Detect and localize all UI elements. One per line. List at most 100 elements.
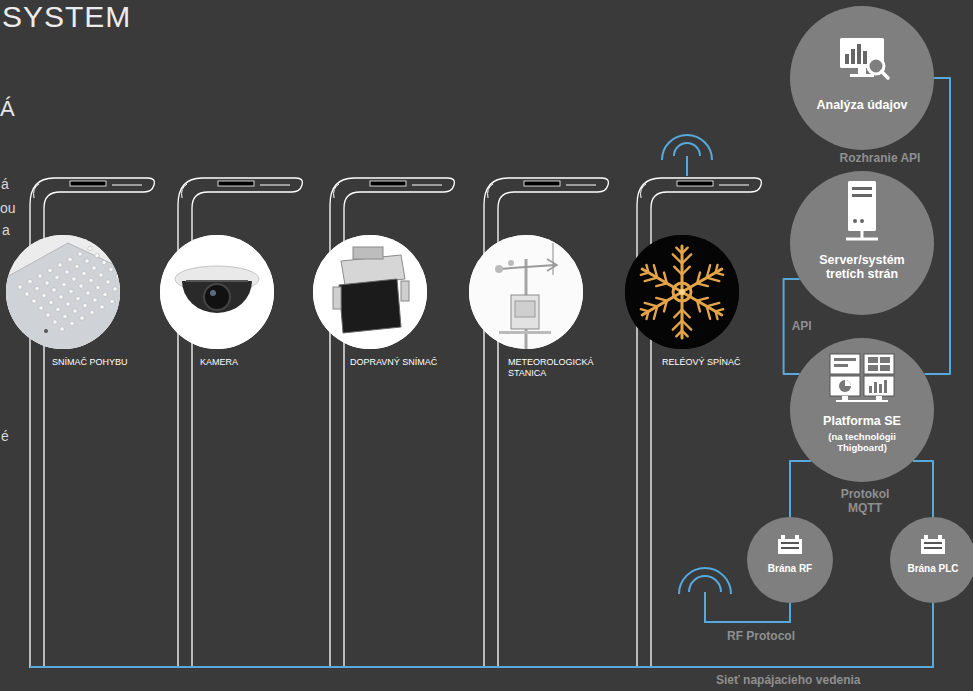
drawing-circle: [82, 271, 86, 275]
drawing-rect: [781, 542, 799, 544]
platform-circle: Server/systém tretích strán: [790, 171, 934, 315]
drawing-circle: [32, 299, 36, 303]
annotation-label: Rozhranie API: [840, 152, 921, 166]
circle-outline: [747, 517, 833, 603]
platform-circle: Brána RF: [747, 517, 833, 603]
drawing-circle: [25, 292, 29, 296]
sensor-lamp-node: KAMERA: [160, 235, 324, 373]
connector-line: [913, 461, 933, 517]
sensor-picture: [6, 235, 120, 349]
drawing-circle: [110, 299, 114, 303]
drawing-line: [673, 321, 682, 330]
node-label: (na technológii Thigboard): [816, 432, 908, 454]
drawing-line: [676, 248, 682, 254]
drawing-line: [654, 306, 657, 319]
drawing-rect: [313, 235, 427, 349]
drawing-path: [547, 259, 557, 271]
drawing-line: [641, 309, 649, 311]
drawing-rect: [879, 384, 882, 393]
drawing-g: [160, 235, 274, 349]
drawing-line: [707, 278, 720, 281]
drawing-rect: [851, 49, 855, 64]
drawing-circle: [76, 296, 80, 300]
drawing-rect: [401, 281, 409, 301]
circle-outline: [890, 517, 973, 603]
diagram-title: SYSTEM: [2, 0, 131, 33]
drawing-circle: [106, 280, 110, 284]
drawing-circle: [210, 290, 216, 296]
drawing-rect: [874, 382, 877, 393]
drawing-circle: [313, 235, 427, 349]
drawing-line: [682, 310, 690, 318]
drawing-circle: [790, 6, 934, 150]
sensor-label: SNÍMAČ POHYBU: [52, 357, 172, 368]
sensor-picture: [160, 235, 274, 349]
drawing-line: [656, 283, 667, 286]
cropped-text: ou: [0, 200, 16, 216]
wireless-arc: [674, 143, 700, 156]
node-label: Brána PLC: [893, 563, 973, 575]
cropped-text: a: [2, 222, 10, 238]
drawing-circle: [890, 517, 973, 603]
drawing-circle: [42, 293, 46, 297]
drawing-rect: [842, 396, 848, 400]
drawing-circle: [90, 310, 94, 314]
drawing-rect: [625, 235, 739, 349]
drawing-circle: [109, 267, 113, 271]
drawing-polygon: [6, 243, 120, 349]
drawing-circle: [89, 278, 93, 282]
drawing-path: [339, 279, 401, 333]
drawing-line: [697, 298, 708, 301]
drawing-circle: [58, 263, 62, 267]
drawing-path: [186, 280, 248, 282]
drawing-rect: [469, 235, 583, 349]
circle-outline: [790, 6, 934, 150]
drawing-rect: [834, 358, 856, 361]
drawing-circle: [73, 309, 77, 313]
drawing-circle: [59, 295, 63, 299]
drawing-circle: [96, 285, 100, 289]
sensor-lamp-node: RELÉOVÝ SPÍNAČ: [625, 235, 778, 373]
drawing-line: [882, 72, 889, 79]
drawing-circle: [95, 253, 99, 257]
drawing-circle: [55, 275, 59, 279]
drawing-rect: [876, 396, 882, 400]
drawing-line: [716, 273, 724, 275]
drawing-rect: [858, 68, 866, 74]
drawing-rect: [869, 386, 872, 393]
drawing-rect: [850, 74, 874, 77]
circle-outline: [790, 171, 934, 315]
drawing-rect: [795, 535, 799, 539]
sensor-label: KAMERA: [200, 357, 320, 368]
drawing-circle: [120, 294, 121, 298]
connector-label: API: [790, 320, 814, 334]
drawing-circle: [673, 283, 691, 301]
drawing-line: [697, 301, 700, 312]
drawing-circle: [69, 289, 73, 293]
drawing-circle: [63, 314, 67, 318]
annotation-label: Protokol MQTT: [834, 488, 896, 516]
drawing-circle: [35, 286, 39, 290]
drawing-circle: [66, 302, 70, 306]
drawing-circle: [92, 266, 96, 270]
drawing-rect: [938, 535, 942, 539]
drawing-rect: [836, 400, 888, 402]
drawing-circle: [116, 274, 120, 278]
drawing-rect: [921, 539, 945, 554]
drawing-g: [625, 235, 739, 349]
drawing-g: [469, 235, 583, 349]
drawing-circle: [469, 235, 583, 349]
sensor-lamp-node: METEOROLOGICKÁ STANICA: [469, 235, 607, 384]
drawing-line: [697, 283, 708, 286]
drawing-circle: [860, 219, 864, 223]
drawing-rect: [499, 331, 551, 334]
drawing-circle: [93, 298, 97, 302]
drawing-path: [845, 380, 851, 386]
node-label: Platforma SE: [802, 414, 922, 428]
drawing-line: [645, 278, 658, 281]
drawing-circle: [75, 264, 79, 268]
drawing-rect: [834, 364, 848, 367]
drawing-rect: [845, 54, 849, 64]
